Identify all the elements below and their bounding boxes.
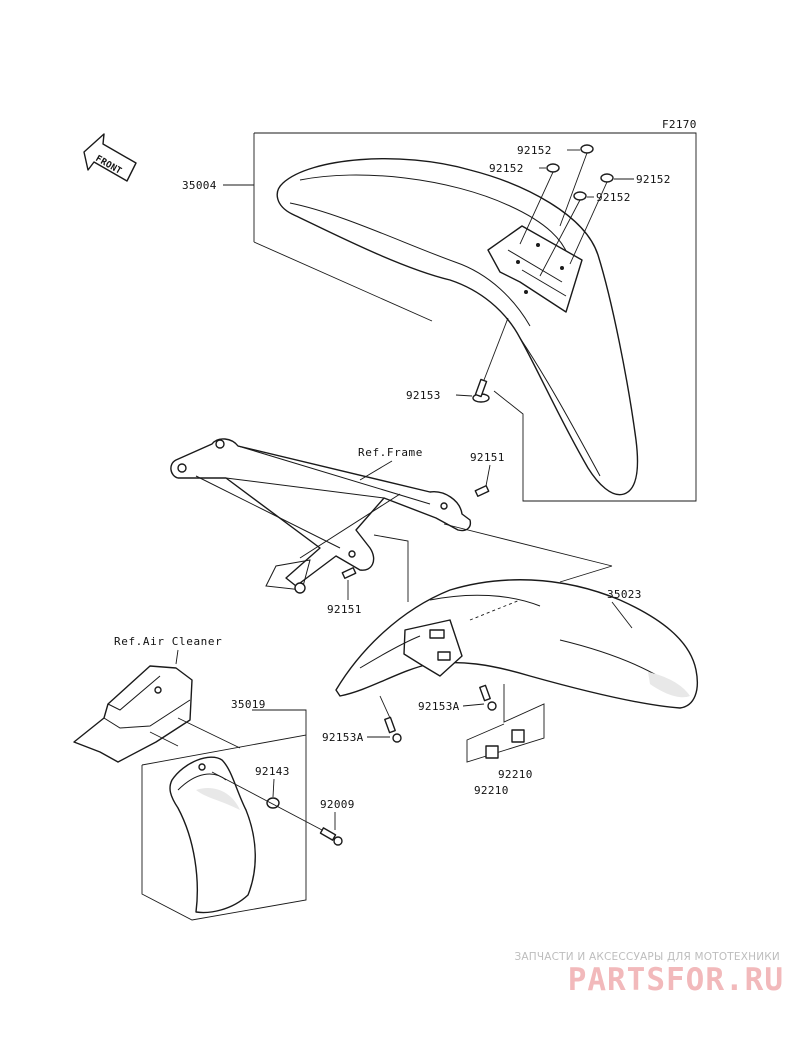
label-front-bolt: 92153 xyxy=(406,389,441,402)
washer-b xyxy=(546,163,560,173)
watermark-caption: ЗАПЧАСТИ И АКСЕССУАРЫ ДЛЯ МОТОТЕХНИКИ xyxy=(514,951,780,963)
guard-bolt xyxy=(319,827,343,846)
label-washer-d: 92152 xyxy=(596,191,631,204)
front-fender-group: 35004 92152 92152 92152 92152 92153 xyxy=(182,132,697,502)
washer-d xyxy=(573,191,587,201)
washer-a xyxy=(580,144,594,154)
label-rear-bolt-right: 92153A xyxy=(418,700,460,713)
label-rear-fender: 35023 xyxy=(607,588,642,601)
front-fender-bracket xyxy=(254,132,697,502)
front-bolt xyxy=(472,378,490,403)
mud-guard-group: Ref.Air Cleaner 35019 92143 92009 xyxy=(73,635,355,921)
label-washer-a: 92152 xyxy=(517,144,552,157)
rear-bolt-left xyxy=(384,716,402,743)
washer-c xyxy=(600,173,614,183)
watermark-logo: PARTSFOR.RU xyxy=(567,962,784,998)
label-guard-bolt: 92009 xyxy=(320,798,355,811)
label-frame-bolt-mid: 92151 xyxy=(327,603,362,616)
label-ref-air-cleaner: Ref.Air Cleaner xyxy=(114,635,222,648)
mud-guard xyxy=(169,756,256,914)
frame-bolt-top xyxy=(474,485,490,497)
front-fender-mount xyxy=(487,225,583,313)
frame-group: Ref.Frame 92151 92151 xyxy=(170,438,613,616)
front-arrow-icon: FRONT xyxy=(83,133,137,182)
rear-fender-group: 35023 92153A 92153A 92210 92210 xyxy=(322,579,698,797)
label-nut-right: 92210 xyxy=(498,768,533,781)
nut-right xyxy=(511,729,525,743)
front-fender xyxy=(276,158,639,496)
label-washer-b: 92152 xyxy=(489,162,524,175)
label-rear-bolt-left: 92153A xyxy=(322,731,364,744)
label-washer-c: 92152 xyxy=(636,173,671,186)
label-frame-bolt-top: 92151 xyxy=(470,451,505,464)
label-mud-guard: 35019 xyxy=(231,698,266,711)
rear-frame xyxy=(170,438,472,587)
rear-fender-mount xyxy=(403,619,463,677)
rear-bolt-right xyxy=(479,684,497,711)
label-nut-left: 92210 xyxy=(474,784,509,797)
label-guard-washer: 92143 xyxy=(255,765,290,778)
label-ref-frame: Ref.Frame xyxy=(358,446,423,459)
nut-left xyxy=(485,745,499,759)
label-front-fender: 35004 xyxy=(182,179,217,192)
air-cleaner-housing xyxy=(73,665,193,763)
diagram-code: F2170 xyxy=(662,118,697,131)
frame-bolt-mid xyxy=(341,567,357,579)
